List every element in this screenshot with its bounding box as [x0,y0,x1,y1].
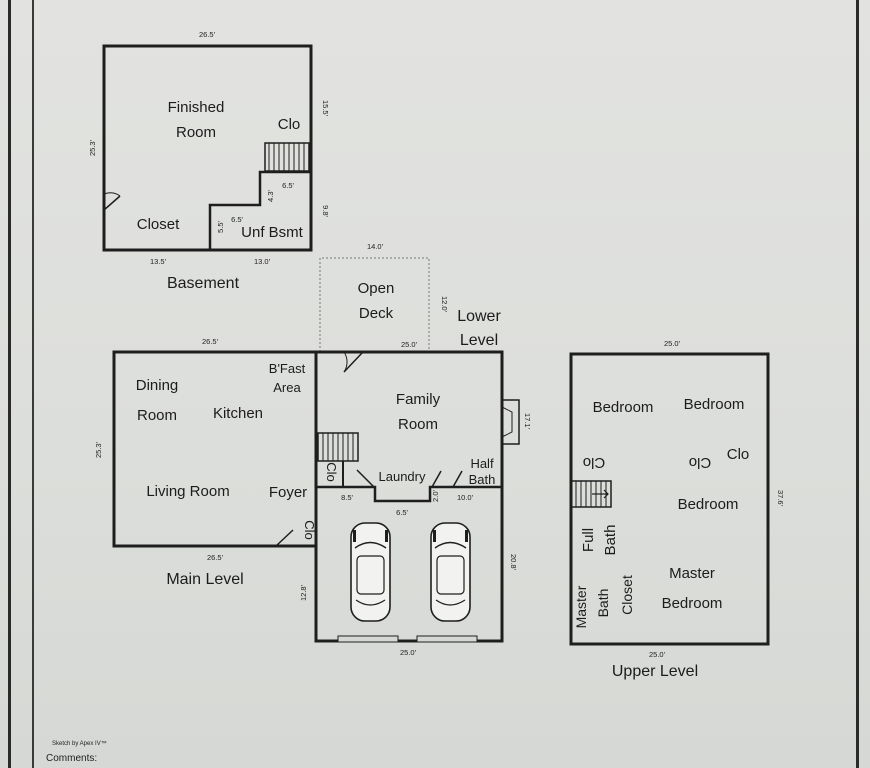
deck-label-deck: Deck [359,305,394,322]
basement-finished-room-label-1: Finished [168,99,225,116]
deck-outline [319,257,430,352]
basement-dim-step-d: 5.5' [216,221,225,233]
lower-dim-right-seg: 10.0' [457,493,474,502]
garage-dim-left: 12.8' [299,584,308,601]
lower-clo-label: Clo [324,462,339,482]
upper-bedroom-3-label: Bedroom [678,496,739,513]
basement-finished-room-label-2: Room [176,124,216,141]
basement-outer-wall [102,44,313,252]
page-margin-line [32,0,34,768]
kitchen-label: Kitchen [213,405,263,422]
laundry-door-right [431,470,442,488]
family-room-label-2: Room [398,416,438,433]
lower-dim-small: 2.0' [431,490,440,502]
fireplace [502,399,520,445]
half-bath-label-2: Bath [469,472,496,487]
main-door-top [343,352,363,373]
lower-level-plan: Family Room Clo Laundry Half Bath 17.1' … [299,350,532,657]
upper-dim-right: 37.6' [776,490,785,507]
lower-level-outer-wall [314,350,504,643]
upper-closet-label: Closet [619,575,635,615]
basement-dim-top: 26.5' [199,30,216,39]
main-dim-left: 25.3' [94,441,103,458]
main-level-plan: 26.5' 25.3' 26.5' Dining Room Kitchen B'… [94,337,363,588]
comments-label: Comments: [46,753,98,764]
car-icon [430,522,471,622]
main-dim-top: 26.5' [202,337,219,346]
master-bath-label-1: Master [573,585,589,628]
dining-room-label-1: Dining [136,377,179,394]
full-bath-label-1: Full [580,528,597,552]
basement-dim-bottom-left: 13.5' [150,257,167,266]
basement-dim-bottom-right: 13.0' [254,257,271,266]
monitor-bezel-left [8,0,11,768]
main-dim-bottom: 26.5' [207,553,224,562]
upper-clo-right-label: Clo [727,446,750,463]
main-clo-label: Clo [302,520,317,540]
deck-dim-top: 14.0' [367,242,384,251]
deck-dim-right: 12.0' [440,296,449,313]
half-bath-door [452,470,463,488]
basement-title: Basement [167,275,240,292]
basement-door [103,195,121,211]
lower-level-title-2: Level [460,332,498,349]
basement-unfinished-wall [208,170,311,250]
basement-plan: 26.5' 25.3' 15.5' 9.8' 13.5' 13.0' 6.5' … [88,30,330,292]
upper-dim-top: 25.0' [664,339,681,348]
half-bath-label-1: Half [470,456,494,471]
family-room-label-1: Family [396,391,441,408]
sketch-credit: Sketch by Apex IV™ [52,741,107,747]
laundry-door-left [356,469,375,488]
lower-dim-mid-seg: 6.5' [396,508,408,517]
garage-door-left [337,635,399,643]
basement-clo-label: Clo [278,116,301,133]
garage-dim-bottom: 25.0' [400,648,417,657]
upper-level-plan: 25.0' 37.6' 25.0' Bedroom Bedroom Clo Cl… [569,339,785,680]
car-icon [350,522,391,622]
open-deck-plan: 14.0' 12.0' 25.0' Open Deck [319,242,449,352]
upper-bedroom-2-label: Bedroom [684,396,745,413]
upper-stairs [570,480,612,508]
garage-dim-right: 20.8' [509,554,518,571]
full-bath-label-2: Bath [602,525,619,556]
upper-level-outer-wall [569,352,770,646]
upper-clo-left-label: Clo [583,454,606,471]
upper-bedroom-1-label: Bedroom [593,399,654,416]
upper-level-title: Upper Level [612,663,698,680]
lower-stairs [317,432,359,462]
basement-dim-right-lower: 9.8' [321,205,330,217]
master-bedroom-label-1: Master [669,565,715,582]
lower-dim-left-seg: 8.5' [341,493,353,502]
foyer-label: Foyer [269,484,307,501]
bfast-area-label-2: Area [273,380,301,395]
garage-door-right [416,635,478,643]
bfast-area-label-1: B'Fast [269,361,306,376]
monitor-bezel-right [856,0,859,768]
basement-dim-step-c: 6.5' [231,215,243,224]
garage-divider-wall [316,485,502,503]
basement-closet-label: Closet [137,216,180,233]
basement-dim-step-b: 4.3' [266,190,275,202]
main-level-title: Main Level [166,571,243,588]
laundry-label: Laundry [379,469,426,484]
deck-label-open: Open [358,280,395,297]
basement-unf-bsmt-label: Unf Bsmt [241,224,304,241]
master-bedroom-label-2: Bedroom [662,595,723,612]
dining-room-label-2: Room [137,407,177,424]
fireplace-dim: 17.1' [523,413,532,430]
basement-dim-step-a: 6.5' [282,181,294,190]
basement-stairs [264,142,310,172]
basement-dim-left: 25.3' [88,139,97,156]
foyer-door [275,529,294,547]
basement-dim-right-upper: 15.5' [321,100,330,117]
living-room-label: Living Room [146,483,229,500]
upper-clo-mid-label: Clo [689,454,712,471]
master-bath-label-2: Bath [595,589,611,618]
lower-level-title-1: Lower [457,308,501,325]
upper-dim-bottom: 25.0' [649,650,666,659]
deck-dim-bottom: 25.0' [401,340,418,349]
